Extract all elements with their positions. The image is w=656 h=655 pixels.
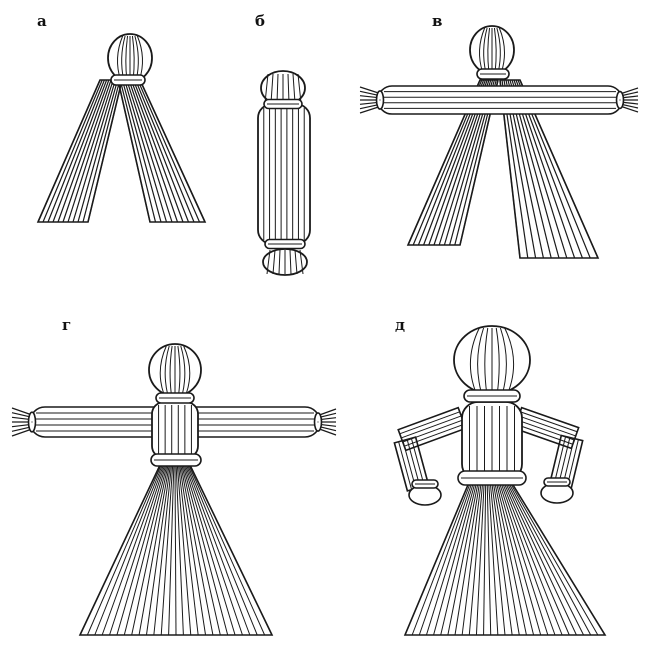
step-d-finished-doll (394, 326, 605, 635)
step-b-arm-bundle (258, 71, 310, 275)
step-v-arms-inserted (360, 26, 638, 258)
step-g-doll-straight-arms (12, 344, 336, 635)
step-a-folded-sheaf (38, 34, 205, 222)
